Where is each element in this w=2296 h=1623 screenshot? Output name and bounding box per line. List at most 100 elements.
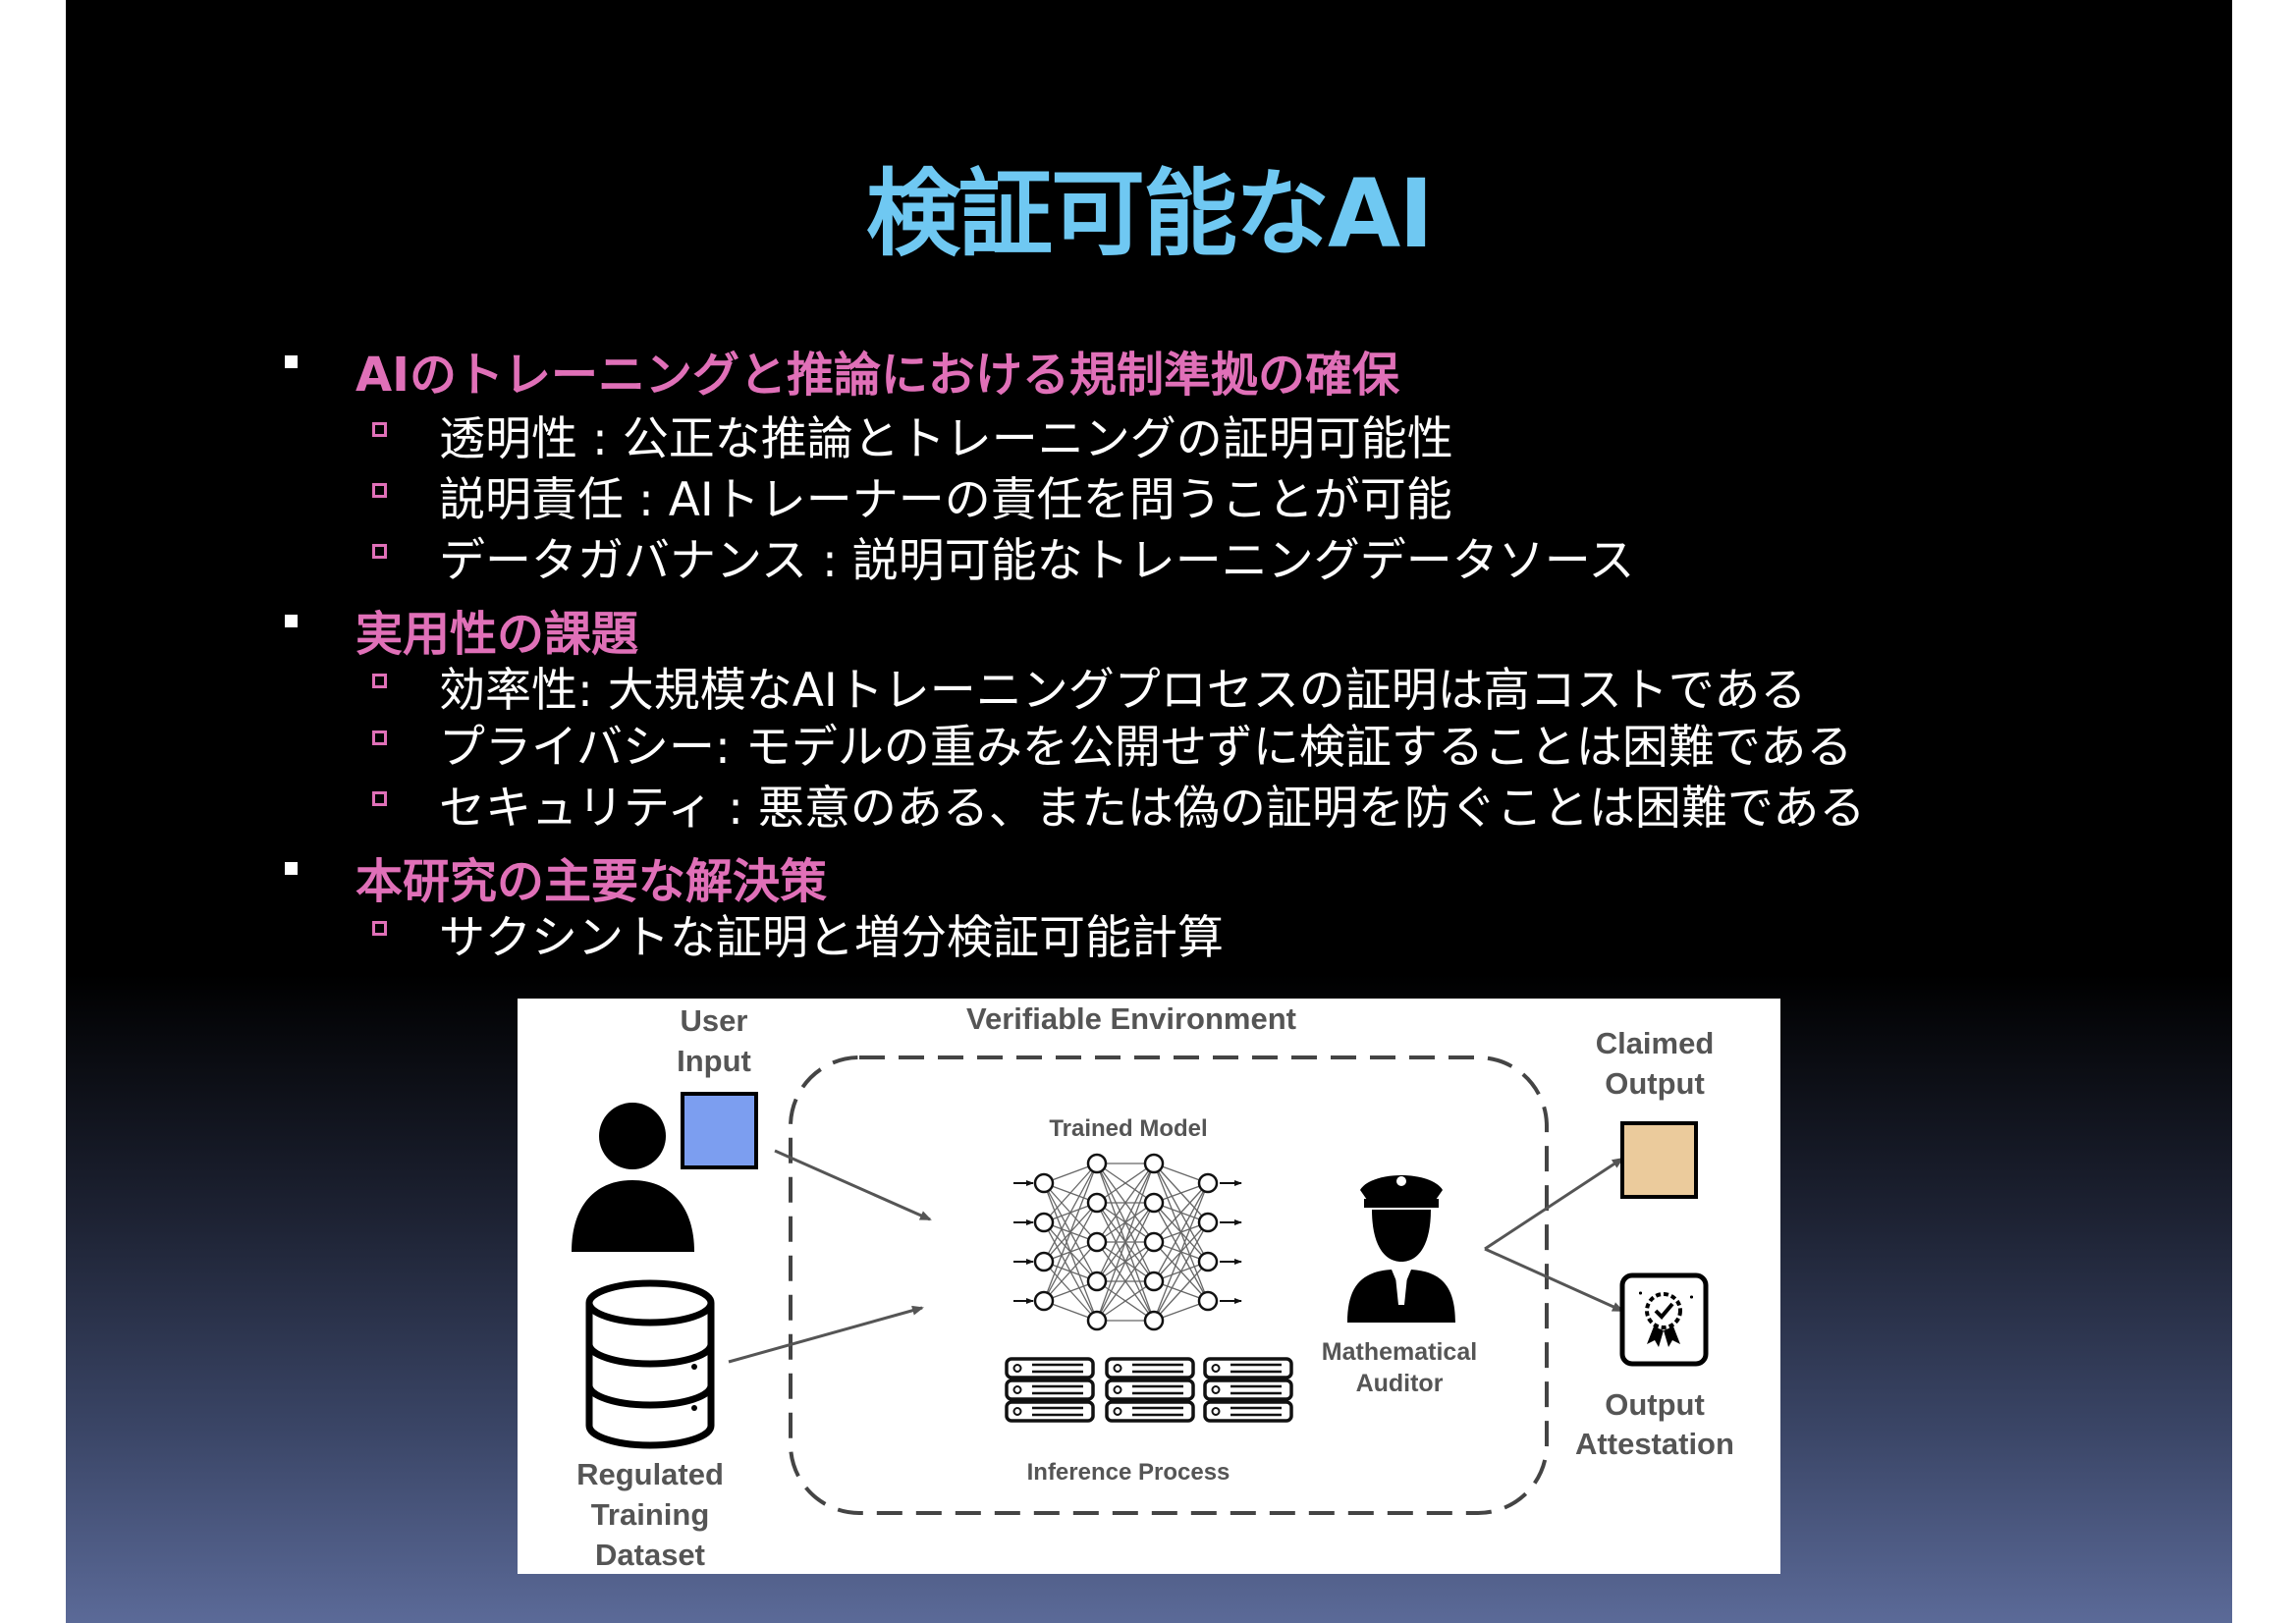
list-item-accountability: 説明責任 : AIトレーナーの責任を問うことが可能	[372, 461, 1452, 529]
hollow-square-bullet-icon	[372, 921, 387, 936]
square-bullet-icon	[285, 615, 298, 627]
inference-process-label: Inference Process	[1027, 1459, 1230, 1486]
network-edge	[1153, 1221, 1209, 1322]
list-item-text: セキュリティ : 悪意のある、または偽の証明を防ぐことは困難である	[439, 782, 1866, 836]
server-light-icon	[1113, 1364, 1122, 1373]
regulated-dataset-label: Training	[591, 1497, 710, 1532]
network-edge	[1096, 1163, 1155, 1243]
network-node	[1143, 1192, 1165, 1214]
server-unit-icon	[1105, 1379, 1195, 1401]
network-node	[1197, 1290, 1219, 1312]
network-node	[1033, 1251, 1055, 1272]
section-heading-solution: 本研究の主要な解決策	[285, 842, 828, 911]
server-unit-icon	[1203, 1400, 1293, 1423]
user-input-label: Input	[677, 1044, 751, 1078]
network-edge	[1096, 1163, 1155, 1322]
claimed-output-box	[1620, 1121, 1698, 1199]
claimed-output-label: Output	[1605, 1066, 1705, 1101]
list-item-succinct-proofs: サクシントな証明と増分検証可能計算	[372, 899, 1224, 967]
regulated-dataset-label: Regulated	[576, 1457, 724, 1491]
network-edge	[1153, 1182, 1209, 1322]
square-bullet-icon	[285, 355, 298, 368]
trained-model-label: Trained Model	[1049, 1115, 1207, 1142]
list-item-text: データガバナンス : 説明可能なトレーニングデータソース	[439, 534, 1635, 588]
server-light-icon	[1012, 1364, 1022, 1373]
server-unit-icon	[1105, 1400, 1195, 1423]
network-edge	[1096, 1280, 1155, 1322]
dataset-arrow	[728, 1305, 924, 1364]
network-edge	[1096, 1202, 1155, 1322]
server-light-icon	[1012, 1407, 1022, 1416]
network-edge	[1043, 1241, 1098, 1302]
output-attestation-label: Attestation	[1575, 1427, 1734, 1461]
network-node	[1086, 1310, 1108, 1331]
network-edge	[1096, 1163, 1155, 1204]
server-light-icon	[1211, 1385, 1221, 1394]
hollow-square-bullet-icon	[372, 544, 387, 559]
list-item-efficiency: 効率性: 大規模なAIトレーニングプロセスの証明は高コストである	[372, 652, 1806, 720]
claimed-output-label: Claimed	[1596, 1026, 1715, 1060]
hollow-square-bullet-icon	[372, 730, 387, 745]
server-icons	[1005, 1357, 1293, 1423]
list-item-data-governance: データガバナンス : 説明可能なトレーニングデータソース	[372, 522, 1635, 590]
network-edge	[1043, 1163, 1098, 1223]
hollow-square-bullet-icon	[372, 791, 387, 806]
server-light-icon	[1211, 1407, 1221, 1416]
output-attestation-label: Output	[1605, 1387, 1705, 1422]
user-icon	[572, 1103, 694, 1252]
server-unit-icon	[1203, 1357, 1293, 1380]
network-node	[1033, 1212, 1055, 1233]
list-item-text: 説明責任 : AIトレーナーの責任を問うことが可能	[439, 473, 1452, 527]
mathematical-auditor-label: Auditor	[1356, 1370, 1444, 1397]
list-item-text: プライバシー: モデルの重みを公開せずに検証することは困難である	[439, 721, 1853, 775]
database-icon	[585, 1279, 715, 1449]
police-auditor-icon	[1347, 1175, 1455, 1323]
network-node	[1033, 1172, 1055, 1194]
hollow-square-bullet-icon	[372, 422, 387, 437]
hollow-square-bullet-icon	[372, 674, 387, 688]
network-node	[1197, 1251, 1219, 1272]
verifiable-environment-label: Verifiable Environment	[966, 1001, 1296, 1036]
network-node	[1143, 1271, 1165, 1292]
network-edge	[1096, 1163, 1155, 1282]
section-heading-compliance: AIのトレーニングと推論における規制準拠の確保	[285, 336, 1399, 405]
network-node	[1033, 1290, 1055, 1312]
network-edge	[1096, 1241, 1155, 1322]
network-edge	[1043, 1202, 1098, 1302]
list-item-security: セキュリティ : 悪意のある、または偽の証明を防ぐことは困難である	[372, 770, 1866, 838]
network-node	[1143, 1310, 1165, 1331]
list-item-privacy: プライバシー: モデルの重みを公開せずに検証することは困難である	[372, 709, 1853, 777]
square-bullet-icon	[285, 862, 298, 875]
list-item-text: サクシントな証明と増分検証可能計算	[439, 911, 1224, 965]
network-edge	[1153, 1182, 1209, 1282]
section-heading-challenges: 実用性の課題	[285, 595, 639, 664]
hollow-square-bullet-icon	[372, 483, 387, 498]
server-light-icon	[1113, 1385, 1122, 1394]
network-node	[1086, 1271, 1108, 1292]
server-unit-icon	[1105, 1357, 1195, 1380]
network-node	[1197, 1172, 1219, 1194]
verifiable-ai-diagram: User Input Verifiable Environment Traine…	[518, 999, 1780, 1574]
network-node	[1143, 1231, 1165, 1253]
network-edge	[1153, 1182, 1209, 1243]
user-input-box	[681, 1092, 758, 1169]
attestation-arrow	[1484, 1247, 1624, 1313]
network-node	[1086, 1153, 1108, 1174]
section-heading-text: 実用性の課題	[355, 607, 639, 662]
section-heading-text: 本研究の主要な解決策	[355, 854, 828, 909]
regulated-dataset-label: Dataset	[595, 1538, 705, 1572]
server-light-icon	[1211, 1364, 1221, 1373]
slide-background: 検証可能なAI AIのトレーニングと推論における規制準拠の確保 透明性 : 公正…	[66, 0, 2232, 1623]
list-item-transparency: 透明性 : 公正な推論とトレーニングの証明可能性	[372, 401, 1453, 468]
list-item-text: 透明性 : 公正な推論とトレーニングの証明可能性	[439, 412, 1453, 466]
network-node	[1086, 1192, 1108, 1214]
server-unit-icon	[1005, 1357, 1095, 1380]
user-input-label: User	[681, 1003, 748, 1038]
network-edge	[1043, 1163, 1098, 1263]
slide-title: 検証可能なAI	[865, 159, 1434, 269]
network-node	[1143, 1153, 1165, 1174]
input-arrow	[774, 1149, 932, 1221]
network-node	[1086, 1231, 1108, 1253]
server-light-icon	[1113, 1407, 1122, 1416]
network-node	[1197, 1212, 1219, 1233]
